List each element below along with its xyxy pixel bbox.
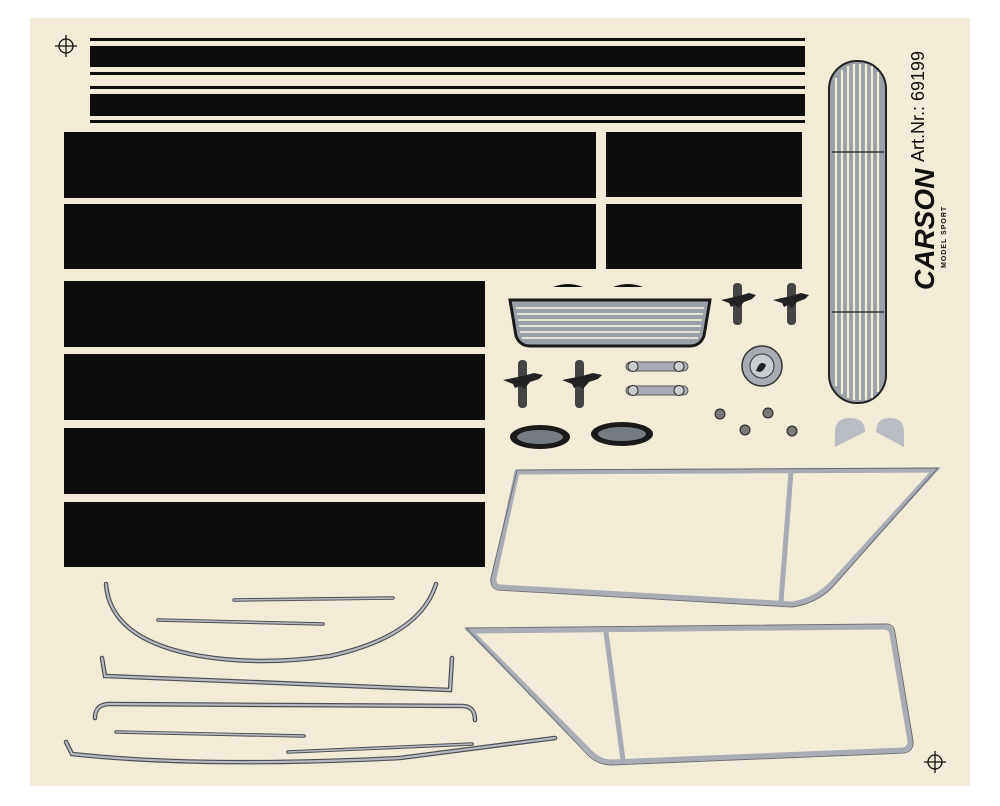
window-frame-bottom-outline	[464, 623, 914, 766]
pony-emblem-1	[721, 283, 756, 325]
pony-emblem-2	[773, 283, 809, 325]
silver-corner-decals	[835, 418, 904, 447]
chrome-trim-set	[63, 581, 558, 765]
pony-emblem-3	[503, 360, 543, 408]
pony-emblem-4	[562, 360, 602, 408]
article-number-block: Art.Nr.: 69199	[908, 51, 928, 162]
oval-badge-1	[510, 425, 570, 449]
window-frame-top	[491, 467, 941, 607]
registration-mark-top-left	[55, 35, 77, 57]
pinstripe-set-1	[90, 38, 805, 75]
window-frame-bottom	[464, 624, 913, 765]
wheel-spinner-decals	[714, 407, 798, 437]
fuel-cap-decal	[741, 345, 783, 387]
racing-stripes-large	[64, 132, 802, 269]
window-frame-top-outline	[490, 467, 940, 608]
article-number: Art.Nr.: 69199	[908, 51, 928, 162]
racing-stripes-short	[64, 281, 485, 567]
door-handle-2	[625, 385, 689, 396]
registration-mark-bottom-right	[924, 751, 946, 773]
oval-badge-2	[591, 422, 653, 446]
rear-panel-decal	[508, 284, 712, 348]
brand-subtitle: MODEL SPORT	[941, 206, 948, 268]
brand-block: CARSON MODEL SPORT	[909, 168, 948, 290]
pinstripe-set-2	[90, 86, 805, 123]
door-handle-1	[625, 361, 689, 372]
front-grille-decal	[828, 60, 887, 404]
brand-logo: CARSON	[909, 168, 940, 290]
